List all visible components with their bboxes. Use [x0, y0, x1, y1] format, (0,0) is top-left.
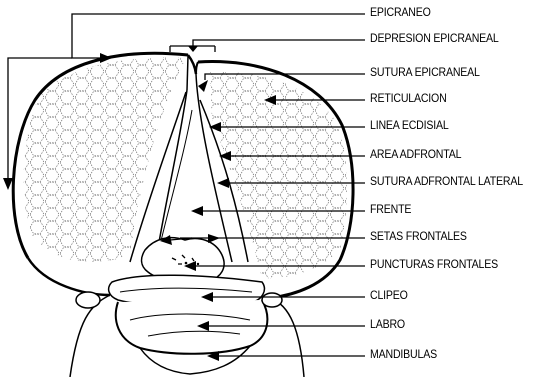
- label-labro: LABRO: [370, 319, 405, 332]
- label-sutura-epicraneal: SUTURA EPICRANEAL: [370, 67, 480, 80]
- label-puncturas-frontales: PUNCTURAS FRONTALES: [370, 259, 498, 272]
- label-area-adfrontal: AREA ADFRONTAL: [370, 149, 461, 162]
- label-reticulacion: RETICULACION: [370, 93, 447, 106]
- label-mandibulas: MANDIBULAS: [370, 349, 437, 362]
- label-frente: FRENTE: [370, 204, 411, 217]
- label-setas-frontales: SETAS FRONTALES: [370, 231, 467, 244]
- label-epicraneo: EPICRANEO: [370, 7, 431, 20]
- label-sutura-adfrontal-lateral: SUTURA ADFRONTAL LATERAL: [370, 176, 523, 189]
- label-linea-ecdisial: LINEA ECDISIAL: [370, 120, 449, 133]
- label-depresion-epicraneal: DEPRESION EPICRANEAL: [370, 33, 499, 46]
- label-clipeo: CLIPEO: [370, 290, 408, 303]
